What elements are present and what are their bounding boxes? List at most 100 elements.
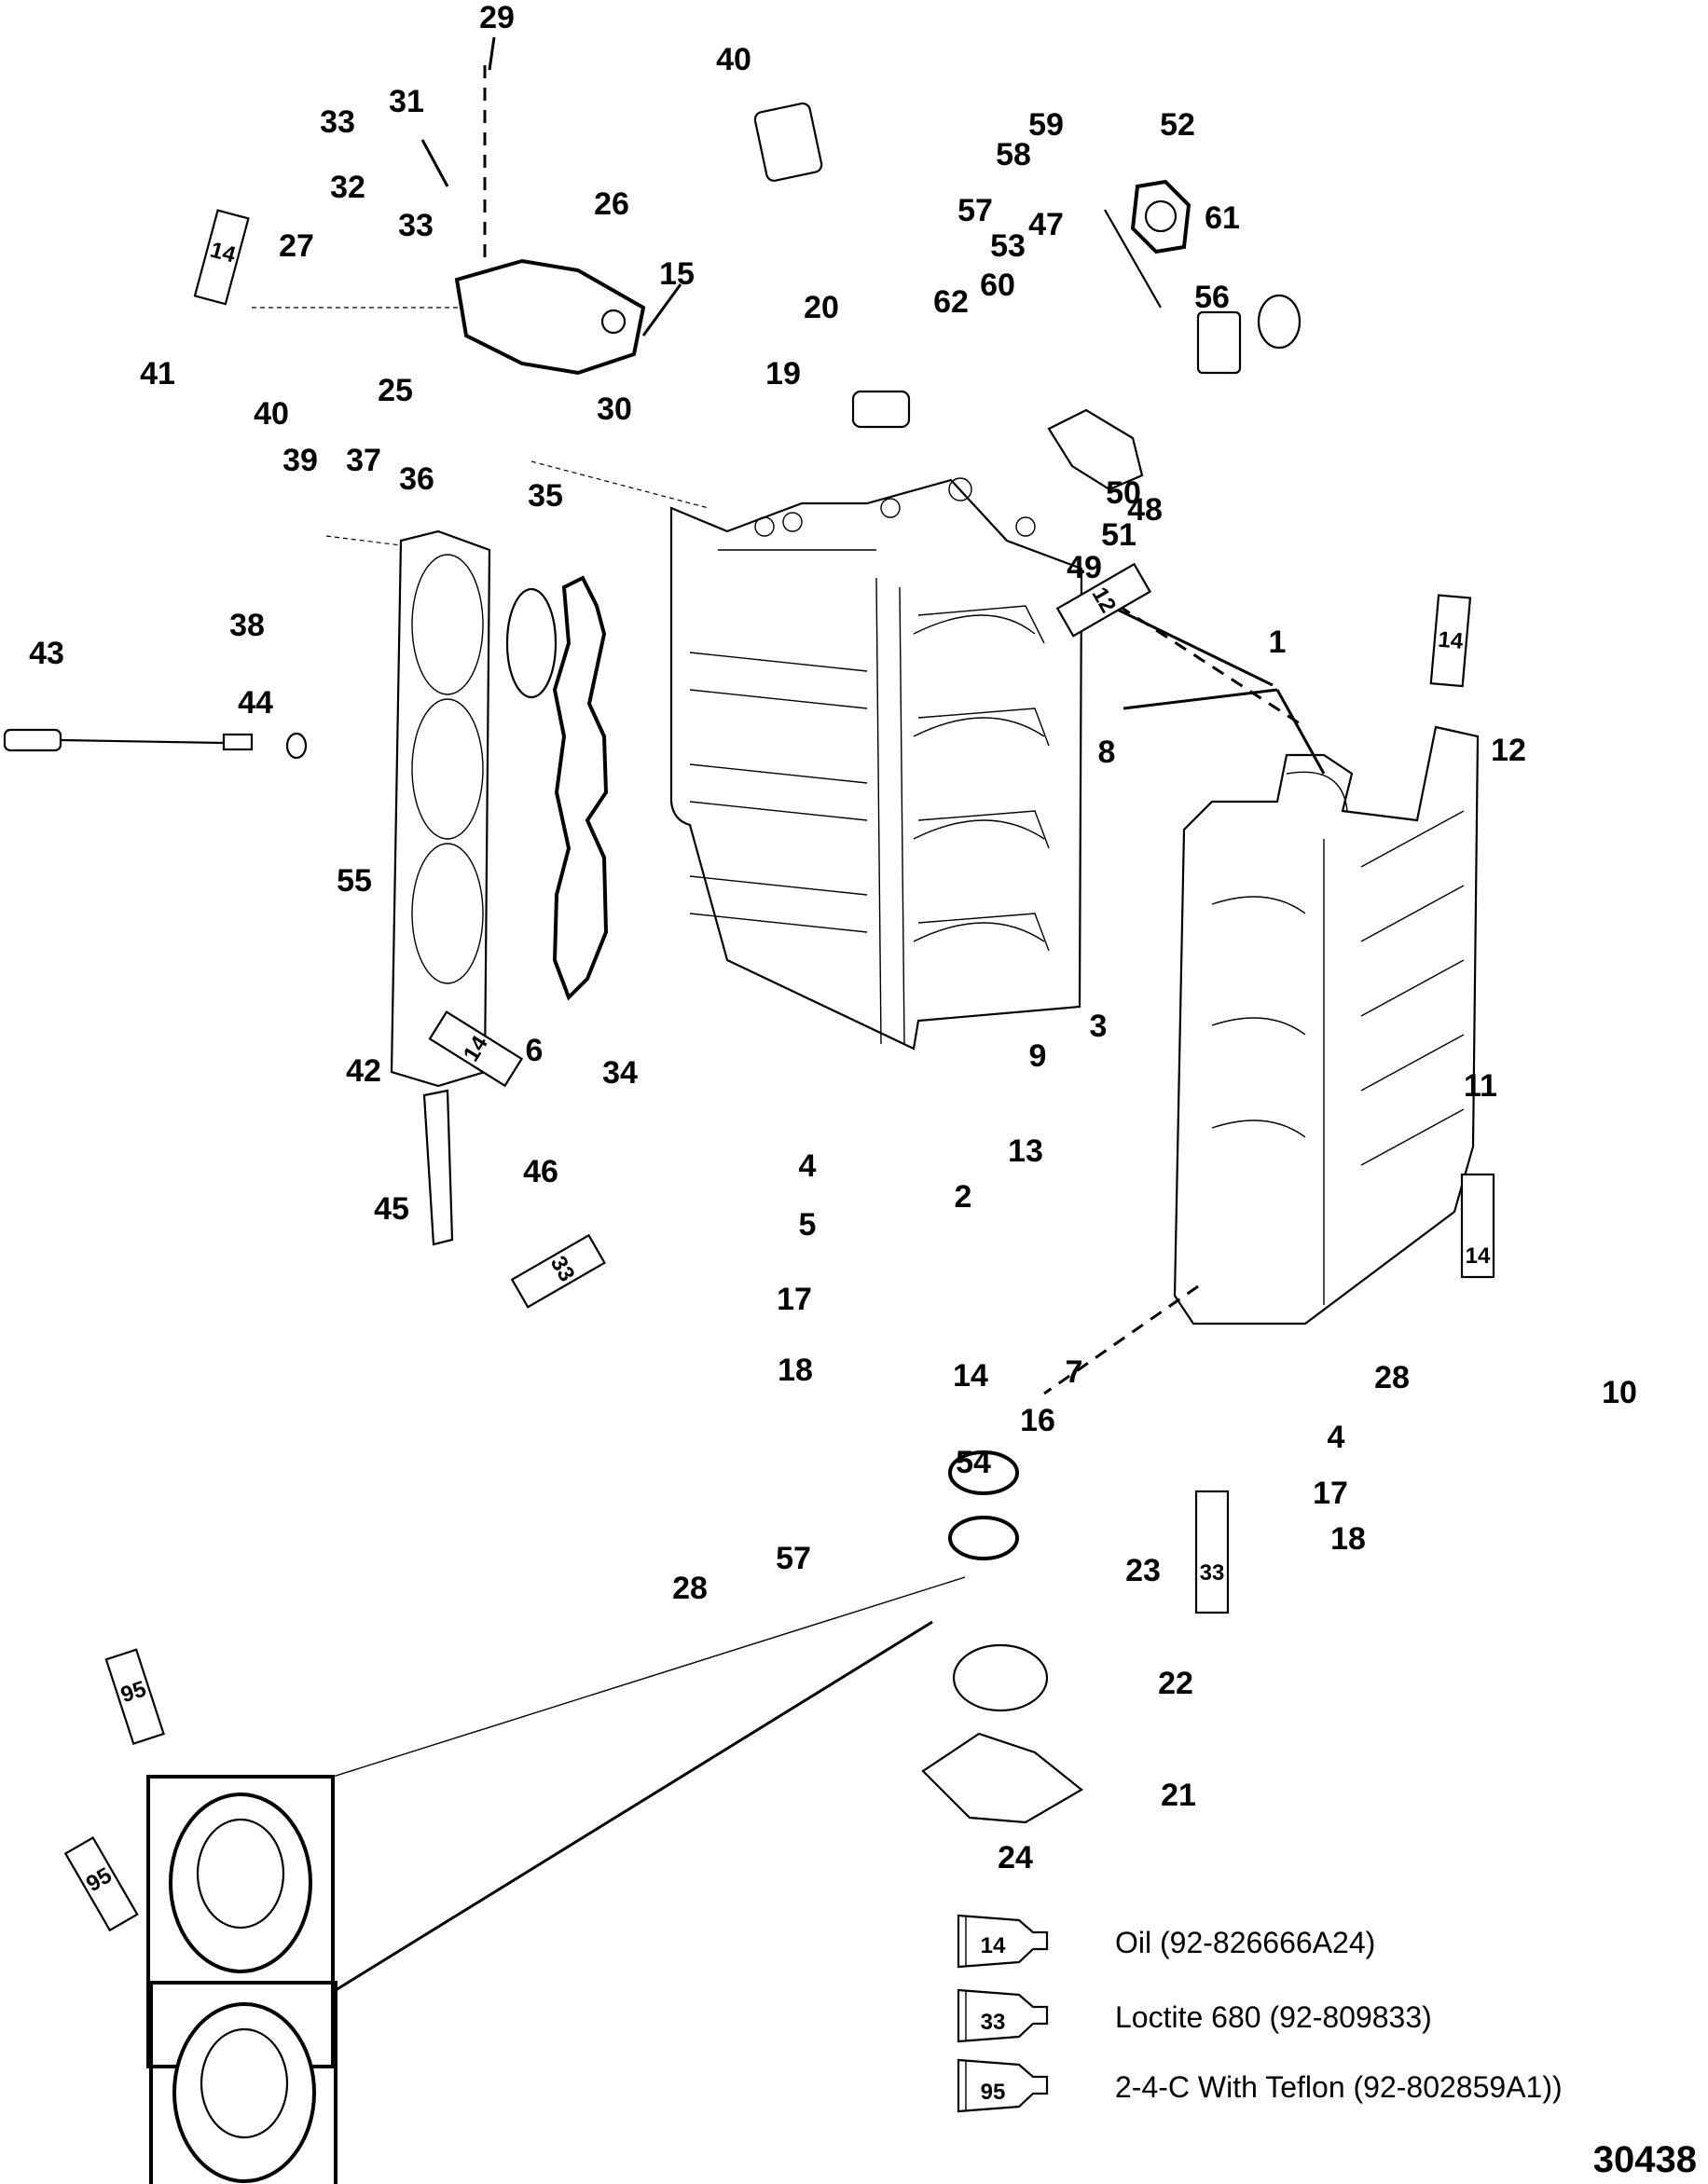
callout: 16 <box>1020 1403 1055 1438</box>
callout: 20 <box>804 290 839 325</box>
callout: 13 <box>1008 1133 1043 1169</box>
callout: 8 <box>1098 735 1116 770</box>
top-cover <box>454 258 646 376</box>
callout: 43 <box>29 636 64 671</box>
callout: 47 <box>1028 207 1064 242</box>
detail-box-second <box>149 1981 337 2184</box>
callout: 46 <box>523 1154 558 1189</box>
callout: 22 <box>1158 1666 1193 1701</box>
callout: 52 <box>1160 107 1195 143</box>
callout: 3 <box>1090 1009 1108 1044</box>
callout: 26 <box>594 186 629 222</box>
seal-upper <box>948 1450 1019 1495</box>
svg-text:33: 33 <box>981 2010 1006 2035</box>
sensor-o-ring <box>285 732 308 760</box>
callout: 1 <box>1269 625 1287 660</box>
callout: 34 <box>602 1055 638 1091</box>
callout: 58 <box>996 137 1031 172</box>
callout: 18 <box>778 1353 813 1388</box>
crankcase-cover <box>1173 725 1480 1326</box>
callout: 36 <box>399 461 434 497</box>
callout: 41 <box>140 356 175 391</box>
leader-lines <box>420 36 1326 775</box>
callout: 57 <box>776 1541 811 1576</box>
callout: 6 <box>526 1033 544 1068</box>
assembly-dot-25 <box>530 460 709 509</box>
detail-leader-thick <box>335 1620 933 1992</box>
callout: 10 <box>1602 1375 1637 1410</box>
callout: 48 <box>1127 492 1163 528</box>
legend-item-oil: 14 Oil (92-826666A24) <box>957 1914 1375 1969</box>
svg-text:2-4-C With Teflon (92-802859A1: 2-4-C With Teflon (92-802859A1)) <box>1115 2070 1563 2104</box>
callout: 4 <box>799 1148 817 1184</box>
callout: 45 <box>374 1191 409 1227</box>
callout: 17 <box>777 1282 812 1317</box>
svg-text:14: 14 <box>1466 1243 1491 1269</box>
callout: 42 <box>346 1053 381 1089</box>
callout: 53 <box>990 228 1026 264</box>
callout: 39 <box>282 443 318 478</box>
callout: 23 <box>1125 1553 1161 1588</box>
callout: 40 <box>716 42 751 77</box>
callout: 28 <box>672 1571 708 1606</box>
callout: 31 <box>389 84 424 119</box>
callout: 2 <box>955 1179 972 1215</box>
legend: 14 Oil (92-826666A24) 33 Loctite 680 (92… <box>957 1914 1563 2113</box>
callout: 12 <box>1491 733 1526 768</box>
callout: 24 <box>998 1840 1033 1875</box>
cylinder-head-gasket <box>552 575 609 1001</box>
assembly-dash-1 <box>1118 604 1306 729</box>
callout: 57 <box>957 193 993 228</box>
callout: 4 <box>1328 1420 1345 1455</box>
callout: 54 <box>956 1445 991 1480</box>
callout: 25 <box>378 373 413 408</box>
callout: 59 <box>1028 107 1064 143</box>
callout: 56 <box>1194 280 1230 315</box>
callout: 27 <box>279 228 314 264</box>
callout: 29 <box>479 0 515 35</box>
callout: 35 <box>528 478 563 514</box>
callout: 9 <box>1029 1038 1047 1074</box>
callout: 60 <box>980 268 1015 303</box>
callout: 21 <box>1161 1778 1196 1813</box>
callout: 30 <box>597 391 632 427</box>
assembly-dot-36 <box>325 535 402 546</box>
svg-text:Loctite 680 (92-809833): Loctite 680 (92-809833) <box>1115 2000 1432 2034</box>
callout: 15 <box>659 256 695 292</box>
callout: 14 <box>953 1358 988 1394</box>
temperature-sensor <box>3 728 254 752</box>
housing <box>1196 310 1242 375</box>
callout: 49 <box>1067 550 1102 585</box>
callout: 7 <box>1066 1354 1083 1390</box>
cylinder-head <box>390 529 491 1088</box>
svg-text:Oil (92-826666A24): Oil (92-826666A24) <box>1115 1926 1375 1959</box>
callout: 19 <box>765 356 801 391</box>
callout: 11 <box>1464 1068 1497 1104</box>
cover-plate-top <box>753 102 823 182</box>
callout: 62 <box>933 284 969 320</box>
figure-number: 30438 <box>1593 2139 1697 2180</box>
callout: 5 <box>799 1207 817 1243</box>
mount-bracket <box>422 1089 454 1246</box>
callout: 61 <box>1205 200 1240 236</box>
callout: 28 <box>1374 1360 1410 1395</box>
callout: 44 <box>238 685 273 721</box>
callout: 55 <box>337 863 372 899</box>
rod <box>1104 209 1162 309</box>
callout: 40 <box>254 396 289 432</box>
legend-item-grease: 95 2-4-C With Teflon (92-802859A1)) <box>957 2058 1563 2113</box>
svg-text:33: 33 <box>1200 1560 1225 1586</box>
callout-labels: 1 2 3 4 4 5 6 7 8 9 10 11 12 13 14 15 16… <box>29 0 1637 1875</box>
seal-o-ring <box>952 1643 1049 1712</box>
o-ring <box>505 587 558 699</box>
callout: 33 <box>320 104 355 140</box>
bracket-plate <box>1047 408 1144 491</box>
assembly-dash-16 <box>1043 1284 1199 1395</box>
solenoid <box>851 390 911 429</box>
cylinder-block <box>669 477 1083 1051</box>
callout: 18 <box>1330 1521 1366 1557</box>
callout: 33 <box>398 208 434 243</box>
callout: 50 <box>1106 475 1141 511</box>
svg-text:14: 14 <box>1437 627 1465 654</box>
